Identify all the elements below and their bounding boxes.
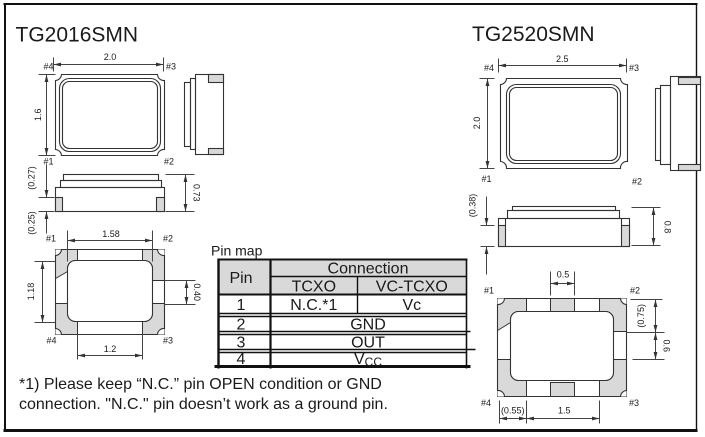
svg-text:1.2: 1.2 [104, 344, 117, 354]
svg-text:1: 1 [237, 297, 246, 314]
svg-text:0.40: 0.40 [192, 283, 202, 301]
svg-text:1.58: 1.58 [102, 229, 120, 239]
svg-text:#3: #3 [629, 63, 639, 73]
svg-text:#4: #4 [43, 62, 53, 72]
svg-text:0.6: 0.6 [662, 339, 672, 352]
svg-text:connection. "N.C." pin doesn’t: connection. "N.C." pin doesn’t work as a… [19, 396, 388, 413]
svg-text:VCC: VCC [354, 351, 382, 369]
svg-text:#4: #4 [46, 336, 56, 346]
svg-text:4: 4 [237, 351, 246, 368]
svg-text:(0.25): (0.25) [27, 211, 37, 235]
svg-text:0.8: 0.8 [663, 221, 673, 234]
svg-text:#3: #3 [629, 398, 639, 408]
svg-text:2.0: 2.0 [104, 52, 117, 62]
svg-text:(0.38): (0.38) [468, 194, 478, 218]
svg-text:#2: #2 [163, 234, 173, 244]
svg-text:0.5: 0.5 [557, 270, 570, 280]
svg-text:TG2520SMN: TG2520SMN [472, 23, 595, 46]
svg-text:1.6: 1.6 [33, 108, 43, 121]
svg-text:#1: #1 [46, 234, 56, 244]
svg-text:(0.75): (0.75) [636, 304, 646, 328]
svg-text:TCXO: TCXO [292, 279, 336, 296]
svg-text:(0.55): (0.55) [501, 406, 525, 416]
svg-text:Connection: Connection [328, 261, 409, 278]
svg-text:3: 3 [237, 335, 246, 352]
svg-text:#4: #4 [484, 63, 494, 73]
svg-text:#1: #1 [481, 174, 491, 184]
svg-text:Vc: Vc [402, 297, 421, 314]
svg-text:Pin: Pin [229, 270, 252, 287]
svg-text:0.73: 0.73 [192, 184, 202, 202]
svg-text:#3: #3 [166, 62, 176, 72]
svg-text:VC-TCXO: VC-TCXO [376, 279, 448, 296]
svg-text:2: 2 [237, 317, 246, 334]
svg-text:*1) Please keep “N.C.” pin OPE: *1) Please keep “N.C.” pin OPEN conditio… [19, 376, 382, 393]
svg-text:#1: #1 [484, 286, 494, 296]
svg-text:#2: #2 [630, 286, 640, 296]
svg-text:Pin map: Pin map [211, 242, 263, 258]
svg-text:#4: #4 [481, 398, 491, 408]
svg-text:#2: #2 [632, 177, 642, 187]
svg-text:#3: #3 [163, 336, 173, 346]
svg-text:2.5: 2.5 [556, 54, 569, 64]
svg-text:2.0: 2.0 [472, 117, 482, 130]
svg-text:GND: GND [350, 317, 386, 334]
svg-text:1.18: 1.18 [26, 283, 36, 301]
svg-text:1.5: 1.5 [558, 406, 571, 416]
svg-text:N.C.*1: N.C.*1 [290, 297, 337, 314]
svg-text:OUT: OUT [351, 335, 385, 352]
svg-text:(0.27): (0.27) [27, 166, 37, 190]
svg-text:#1: #1 [43, 157, 53, 167]
svg-text:TG2016SMN: TG2016SMN [16, 24, 139, 47]
svg-text:#2: #2 [164, 157, 174, 167]
